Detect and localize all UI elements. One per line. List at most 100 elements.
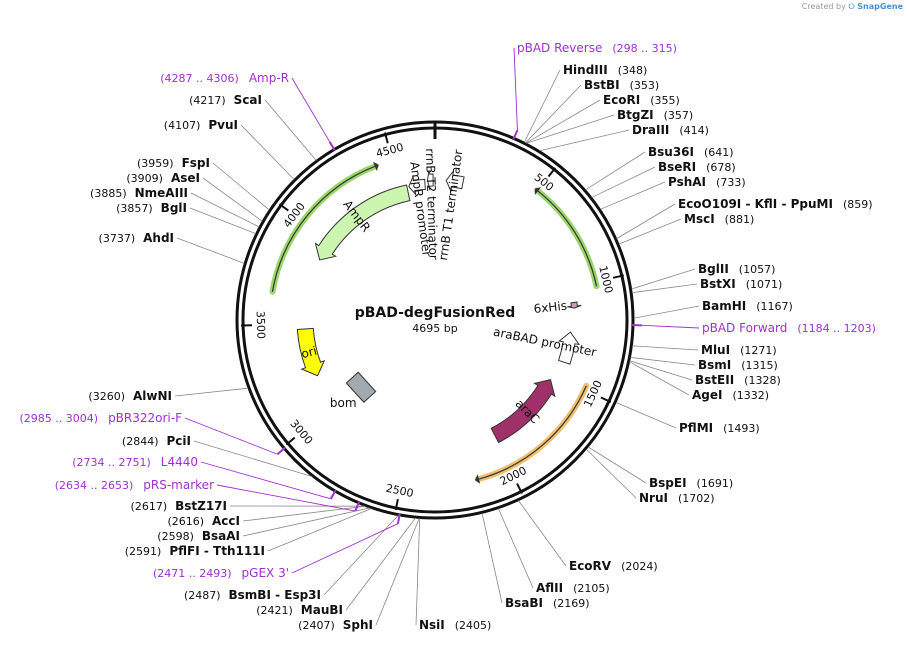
- enzyme-bsmbi-esp3i: BsmBI - Esp3I(2487): [184, 515, 399, 602]
- primer-site-mark: [328, 141, 336, 151]
- primer-pgex-3: pGEX 3'(2471 .. 2493): [153, 513, 401, 580]
- site-labels: HindIII(348)BstBI(353)EcoRI(355)BtgZI(35…: [20, 41, 876, 632]
- tick-label: 3000: [287, 417, 315, 447]
- enzyme-pcii: PciI(2844): [122, 434, 313, 478]
- selection-arc: [536, 190, 598, 287]
- enzyme-name: AlwNI: [133, 389, 172, 403]
- enzyme-maubi: MauBI(2421): [256, 517, 416, 617]
- enzyme-bsabi: BsaBI (2169): [481, 513, 590, 610]
- enzyme-position: (3260): [88, 390, 125, 403]
- enzyme-leader-line: [633, 305, 700, 319]
- enzyme-bgli: BglI(3857): [116, 201, 256, 234]
- enzyme-leader-line: [189, 207, 256, 234]
- primer-range: (2985 .. 3004): [20, 412, 99, 425]
- enzyme-nmeaiii: NmeAIII(3885): [90, 186, 260, 228]
- enzyme-position: (3909): [126, 172, 163, 185]
- enzyme-position: (1315): [741, 359, 778, 372]
- feature-arac: araC: [490, 379, 556, 444]
- enzyme-acci: AccI(2616): [167, 505, 366, 528]
- selection-arc: [271, 165, 376, 292]
- enzyme-name: BspEI: [649, 476, 687, 490]
- enzyme-position: (1702): [678, 492, 715, 505]
- enzyme-leader-line: [600, 181, 666, 210]
- enzyme-bsu36i: Bsu36I(641): [585, 145, 734, 191]
- enzyme-name: PflMI: [679, 421, 713, 435]
- feature-label: ori: [300, 344, 319, 361]
- selection-arc: [477, 385, 587, 480]
- enzyme-leader-line: [524, 69, 561, 143]
- primer-prs-marker: pRS-marker (2634 .. 2653): [55, 478, 361, 512]
- primer-name: pRS-marker: [143, 478, 214, 492]
- feature-rrnb-t2-terminator: rrnB T2 terminator: [423, 148, 441, 260]
- enzyme-name: NmeAIII: [135, 186, 188, 200]
- enzyme-scai: ScaI(4217): [189, 93, 317, 161]
- enzyme-name: AflII: [536, 581, 563, 595]
- enzyme-name: PciI: [167, 434, 192, 448]
- enzyme-nrui: NruI(1702): [586, 448, 715, 505]
- feature-bom: bom: [330, 371, 377, 410]
- enzyme-position: (2598): [157, 530, 194, 543]
- enzyme-name: NsiI: [419, 618, 445, 632]
- feature-arrow: [557, 331, 581, 365]
- tick-label: 2500: [385, 482, 415, 500]
- enzyme-name: BamHI: [702, 299, 746, 313]
- feature-6xhis: 6xHis: [533, 299, 582, 316]
- enzyme-leader-line: [212, 162, 270, 211]
- enzyme-position: (2616): [167, 515, 204, 528]
- enzyme-leader-line: [498, 508, 534, 589]
- enzyme-name: BsmI: [698, 358, 731, 372]
- enzyme-position: (1493): [723, 422, 760, 435]
- enzyme-name: MscI: [684, 212, 715, 226]
- enzyme-leader-line: [632, 283, 698, 294]
- enzyme-position: (2169): [553, 597, 590, 610]
- enzyme-leader-line: [629, 361, 690, 396]
- enzyme-leader-line: [631, 268, 696, 290]
- enzyme-hindiii: HindIII(348): [524, 63, 647, 143]
- primer-leader-line: [200, 461, 331, 500]
- enzyme-position: (3737): [99, 232, 136, 245]
- enzyme-msci: MscI(881): [618, 212, 754, 245]
- enzyme-bstz17i: BstZ17I(2617): [131, 499, 365, 513]
- enzyme-asei: AseI(3909): [126, 171, 263, 222]
- enzyme-leader-line: [526, 114, 615, 144]
- backbone-outer-ring: [235, 120, 635, 520]
- enzyme-position: (1332): [732, 389, 769, 402]
- enzyme-name: BsaBI: [505, 596, 543, 610]
- enzyme-position: (3959): [137, 157, 174, 170]
- primer-range: (4287 .. 4306): [160, 72, 239, 85]
- enzyme-position: (733): [716, 176, 746, 189]
- tick-mark: [394, 498, 399, 511]
- enzyme-pflfi-tth111i: PflFI - Tth111I(2591): [125, 508, 372, 558]
- enzyme-position: (2024): [621, 560, 658, 573]
- tick-mark: [600, 396, 612, 403]
- enzyme-name: HindIII: [563, 63, 608, 77]
- enzyme-name: EcoRV: [569, 559, 612, 573]
- primer-range: (2734 .. 2751): [72, 456, 151, 469]
- enzyme-position: (859): [843, 198, 873, 211]
- enzyme-name: EcoO109I - KflI - PpuMI: [678, 197, 833, 211]
- primer-site-mark: [354, 501, 361, 512]
- feature-arrow: [567, 301, 582, 309]
- enzyme-ecorv: EcoRV (2024): [518, 500, 658, 573]
- enzyme-position: (1167): [756, 300, 793, 313]
- plasmid-center: pBAD-degFusionRed 4695 bp: [355, 305, 516, 335]
- enzyme-leader-line: [193, 440, 313, 478]
- plasmid-length: 4695 bp: [412, 322, 457, 335]
- enzyme-name: Bsu36I: [648, 145, 694, 159]
- plasmid-backbone: [235, 120, 635, 520]
- primer-name: pBR322ori-F: [108, 411, 182, 425]
- selection-arc-head: [373, 161, 379, 172]
- tick-label: 4500: [375, 141, 405, 161]
- primer-range: (2634 .. 2653): [55, 479, 134, 492]
- enzyme-mlui: MluI(1271): [632, 343, 777, 357]
- snapgene-watermark: Created by ⭘ SnapGene: [802, 2, 903, 12]
- feature-label: araBAD promoter: [492, 325, 598, 360]
- enzyme-pflmi: PflMI (1493): [615, 402, 760, 435]
- enzyme-leader-line: [518, 500, 567, 567]
- primer-pbr322ori-f: pBR322ori-F (2985 .. 3004): [20, 411, 286, 455]
- primer-name: Amp-R: [249, 71, 289, 85]
- enzyme-position: (414): [679, 124, 709, 137]
- enzyme-leader-line: [375, 518, 420, 626]
- tick-mark: [383, 132, 389, 144]
